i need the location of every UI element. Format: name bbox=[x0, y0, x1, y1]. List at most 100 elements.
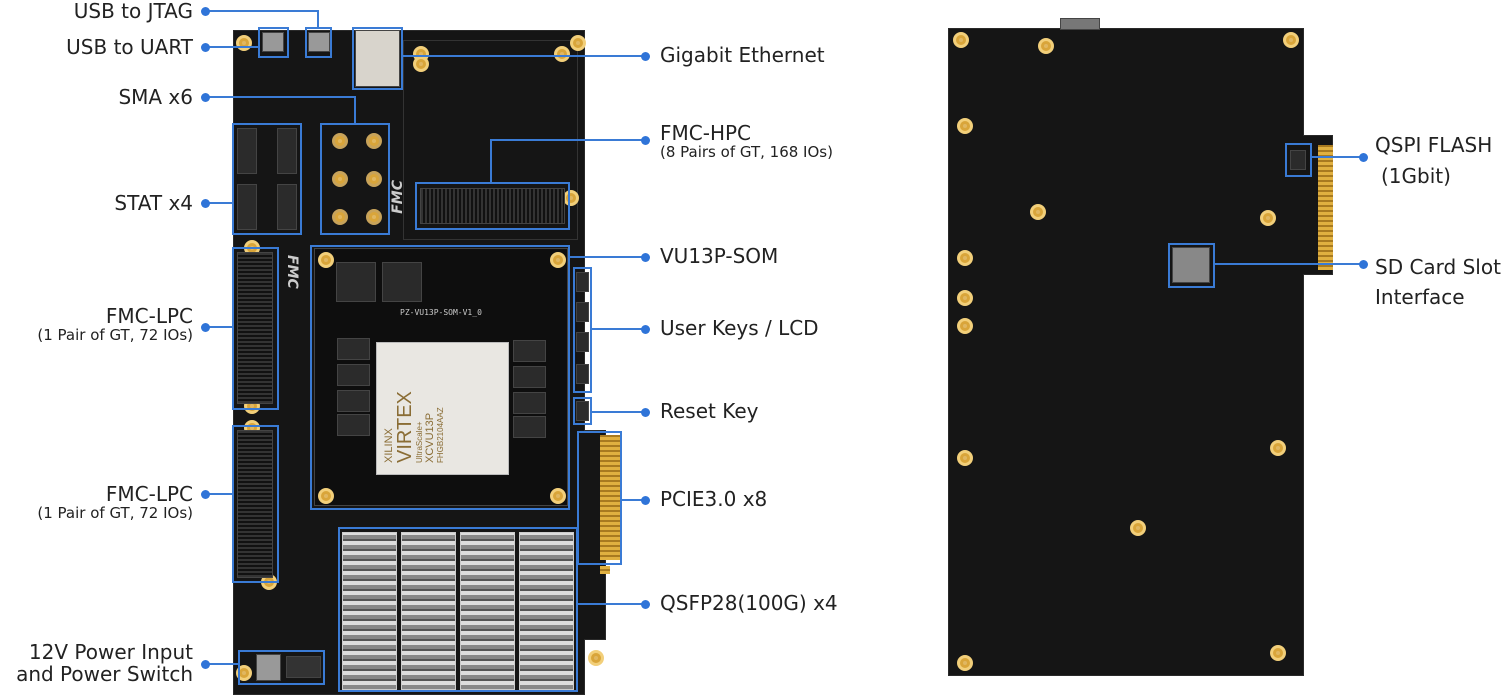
callout-line bbox=[354, 96, 356, 124]
usb-jtag-connector bbox=[308, 32, 330, 52]
callout-dot bbox=[641, 325, 650, 334]
callout-line bbox=[403, 55, 645, 57]
callout-dot bbox=[641, 408, 650, 417]
sata-port bbox=[237, 128, 257, 174]
mount-hole bbox=[1260, 210, 1276, 226]
callout-line bbox=[205, 46, 259, 48]
ddr-chip bbox=[337, 338, 370, 360]
qsfp-cage bbox=[401, 532, 456, 690]
fmc-lpc-2-highlight bbox=[232, 425, 279, 583]
user-key bbox=[576, 364, 589, 384]
reset-key bbox=[576, 401, 589, 421]
user-keys-highlight bbox=[573, 267, 592, 393]
mount-hole bbox=[1283, 32, 1299, 48]
sma-connector bbox=[366, 171, 382, 187]
label-fmc-lpc-1-title: FMC-LPC bbox=[105, 304, 193, 328]
label-gigabit-ethernet: Gigabit Ethernet bbox=[660, 43, 825, 67]
ethernet-jack bbox=[355, 30, 400, 87]
label-qspi-line2: (1Gbit) bbox=[1381, 164, 1451, 188]
callout-line bbox=[205, 326, 233, 328]
mount-hole bbox=[1130, 520, 1146, 536]
label-qspi: QSPI FLASH(1Gbit) bbox=[1375, 130, 1492, 192]
callout-dot bbox=[641, 52, 650, 61]
mount-hole bbox=[957, 655, 973, 671]
callout-dot bbox=[201, 43, 210, 52]
user-key bbox=[576, 332, 589, 352]
callout-dot bbox=[201, 660, 210, 669]
power-switch bbox=[286, 656, 321, 678]
som-highlight bbox=[310, 245, 570, 510]
fmc-hpc-highlight bbox=[415, 182, 570, 230]
back-board bbox=[948, 28, 1304, 676]
mount-hole bbox=[550, 488, 566, 504]
label-sd-line1: SD Card Slot bbox=[1375, 255, 1501, 279]
callout-line bbox=[578, 603, 645, 605]
pcie-gold-fingers bbox=[600, 435, 620, 560]
callout-dot bbox=[201, 323, 210, 332]
pcie-highlight bbox=[577, 431, 622, 565]
sma-connector bbox=[332, 171, 348, 187]
label-som: VU13P-SOM bbox=[660, 244, 779, 268]
callout-line bbox=[622, 499, 645, 501]
label-fmc-hpc: FMC-HPC(8 Pairs of GT, 168 IOs) bbox=[660, 122, 833, 161]
callout-line bbox=[1312, 156, 1364, 158]
callout-dot bbox=[641, 496, 650, 505]
fmc-lpc-connector bbox=[237, 252, 273, 404]
ddr-chip bbox=[337, 414, 370, 436]
label-reset-key: Reset Key bbox=[660, 399, 759, 423]
user-key bbox=[576, 272, 589, 292]
callout-dot bbox=[201, 93, 210, 102]
label-fmc-lpc-1-sub: (1 Pair of GT, 72 IOs) bbox=[37, 326, 193, 344]
mount-hole bbox=[550, 252, 566, 268]
sma-highlight bbox=[320, 123, 390, 235]
sata-highlight bbox=[232, 123, 302, 235]
power-highlight bbox=[238, 650, 325, 685]
label-qsfp: QSFP28(100G) x4 bbox=[660, 591, 838, 615]
fmc-lpc-connector bbox=[237, 430, 273, 578]
callout-line bbox=[205, 202, 233, 204]
mount-hole bbox=[1270, 645, 1286, 661]
usb-uart-connector bbox=[262, 32, 284, 52]
fmc-lpc-1-highlight bbox=[232, 247, 279, 410]
qspi-flash-chip bbox=[1290, 150, 1306, 170]
callout-dot bbox=[1359, 153, 1368, 162]
ddr-chip bbox=[513, 340, 546, 362]
ethernet-highlight bbox=[352, 27, 403, 90]
sd-card-slot bbox=[1172, 247, 1210, 283]
callout-line bbox=[205, 493, 233, 495]
ddr-chip bbox=[337, 390, 370, 412]
label-fmc-lpc-2-title: FMC-LPC bbox=[105, 482, 193, 506]
mount-hole bbox=[957, 250, 973, 266]
ddr-chip bbox=[513, 392, 546, 414]
qsfp-cage bbox=[460, 532, 515, 690]
ethernet-back bbox=[1060, 18, 1100, 30]
callout-line bbox=[570, 256, 645, 258]
sd-highlight bbox=[1168, 243, 1215, 288]
qsfp-cage bbox=[342, 532, 397, 690]
mount-hole bbox=[957, 450, 973, 466]
label-stat: STAT x4 bbox=[114, 191, 193, 215]
ddr-chip bbox=[337, 364, 370, 386]
power-module bbox=[382, 262, 422, 302]
label-usb-jtag: USB to JTAG bbox=[73, 0, 193, 23]
mount-hole bbox=[236, 35, 252, 51]
mount-hole bbox=[588, 650, 604, 666]
callout-line bbox=[490, 139, 492, 183]
mount-hole bbox=[318, 252, 334, 268]
fmc-logo: FMC bbox=[284, 255, 300, 289]
mount-hole bbox=[1030, 204, 1046, 220]
back-gold-fingers bbox=[1318, 145, 1333, 270]
callout-line bbox=[490, 139, 645, 141]
ddr-chip bbox=[513, 366, 546, 388]
callout-dot bbox=[1359, 260, 1368, 269]
qsfp-cage bbox=[519, 532, 574, 690]
mount-hole bbox=[957, 318, 973, 334]
mount-hole bbox=[1270, 440, 1286, 456]
label-power-line1: 12V Power Input bbox=[28, 640, 193, 664]
callout-line bbox=[205, 96, 355, 98]
mount-hole bbox=[570, 35, 586, 51]
power-jack bbox=[256, 654, 281, 681]
callout-line bbox=[592, 328, 645, 330]
